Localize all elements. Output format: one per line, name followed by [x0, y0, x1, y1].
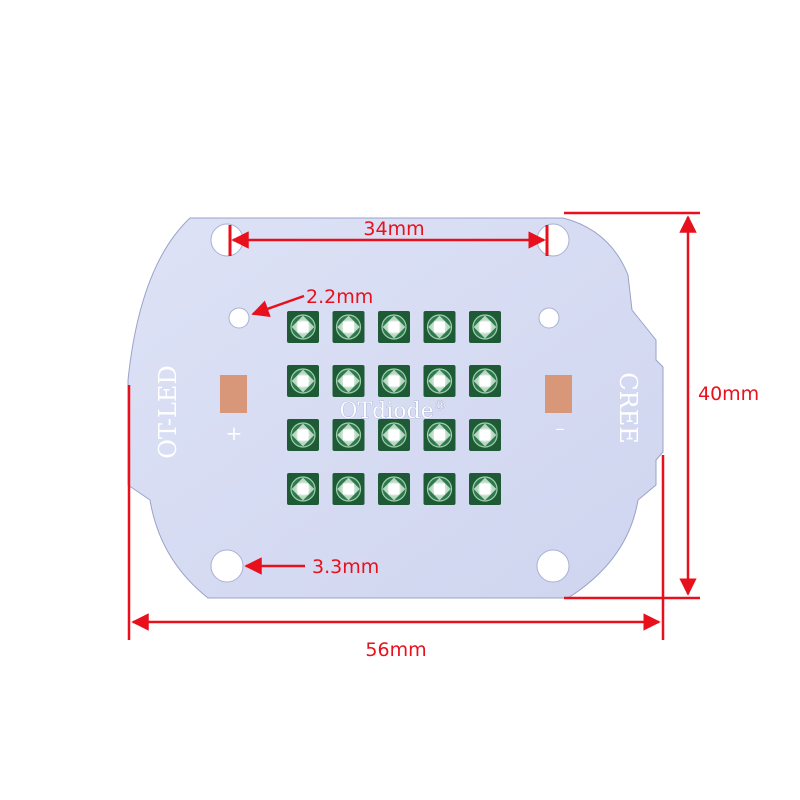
- copper-pad-negative: [545, 375, 572, 413]
- led-chip: [423, 419, 456, 451]
- led-chip: [332, 311, 365, 343]
- led-die-core: [343, 375, 354, 387]
- led-chip: [332, 419, 365, 451]
- led-chip: [378, 365, 410, 397]
- registered-mark: ®: [434, 399, 447, 414]
- small-hole-right: [538, 307, 560, 329]
- cree-label: CREE: [614, 372, 642, 443]
- led-die-core: [479, 429, 491, 441]
- led-chip: [287, 473, 319, 505]
- led-chip: [378, 473, 410, 505]
- led-chip: [287, 419, 319, 451]
- led-die-core: [343, 429, 354, 441]
- ot-led-label: OT-LED: [154, 365, 182, 458]
- otdiode-text: OTdiode: [339, 399, 433, 424]
- led-die-core: [388, 429, 400, 441]
- copper-pad-positive: [220, 375, 247, 413]
- mounting-hole-bottom-right: [536, 549, 570, 583]
- led-die-core: [297, 429, 309, 441]
- led-chip: [378, 311, 410, 343]
- led-chip: [469, 473, 501, 505]
- small-hole-arrow: [251, 294, 305, 318]
- led-die-core: [434, 483, 445, 495]
- led-die-core: [434, 429, 445, 441]
- led-chip: [332, 365, 365, 397]
- led-die-core: [479, 375, 491, 387]
- led-die-core: [388, 483, 400, 495]
- led-die-core: [434, 375, 445, 387]
- led-chip: [469, 311, 501, 343]
- led-die-core: [388, 375, 400, 387]
- led-die-core: [434, 321, 445, 333]
- width-label: 56mm: [365, 639, 426, 661]
- plus-label: +: [226, 421, 243, 445]
- led-chip: [332, 473, 365, 505]
- led-die-core: [297, 321, 309, 333]
- led-die-core: [479, 321, 491, 333]
- mounting-hole-bottom-left: [210, 549, 244, 583]
- led-die-core: [388, 321, 400, 333]
- led-die-core: [297, 483, 309, 495]
- led-chip: [287, 311, 319, 343]
- small-hole-label: 2.2mm: [306, 286, 373, 308]
- otdiode-watermark: OTdiode®: [339, 399, 446, 424]
- minus-label: –: [556, 418, 565, 439]
- led-die-core: [343, 321, 354, 333]
- led-die-core: [479, 483, 491, 495]
- led-chip: [287, 365, 319, 397]
- led-chip: [469, 365, 501, 397]
- led-chip: [423, 311, 456, 343]
- led-chip: [423, 365, 456, 397]
- led-array: [287, 311, 501, 505]
- large-hole-label: 3.3mm: [312, 556, 379, 578]
- led-die-core: [343, 483, 354, 495]
- led-chip: [378, 419, 410, 451]
- led-die-core: [297, 375, 309, 387]
- hole-spacing-label: 34mm: [363, 218, 424, 240]
- led-chip: [423, 473, 456, 505]
- height-label: 40mm: [698, 383, 759, 405]
- small-hole-left: [228, 307, 250, 329]
- led-chip: [469, 419, 501, 451]
